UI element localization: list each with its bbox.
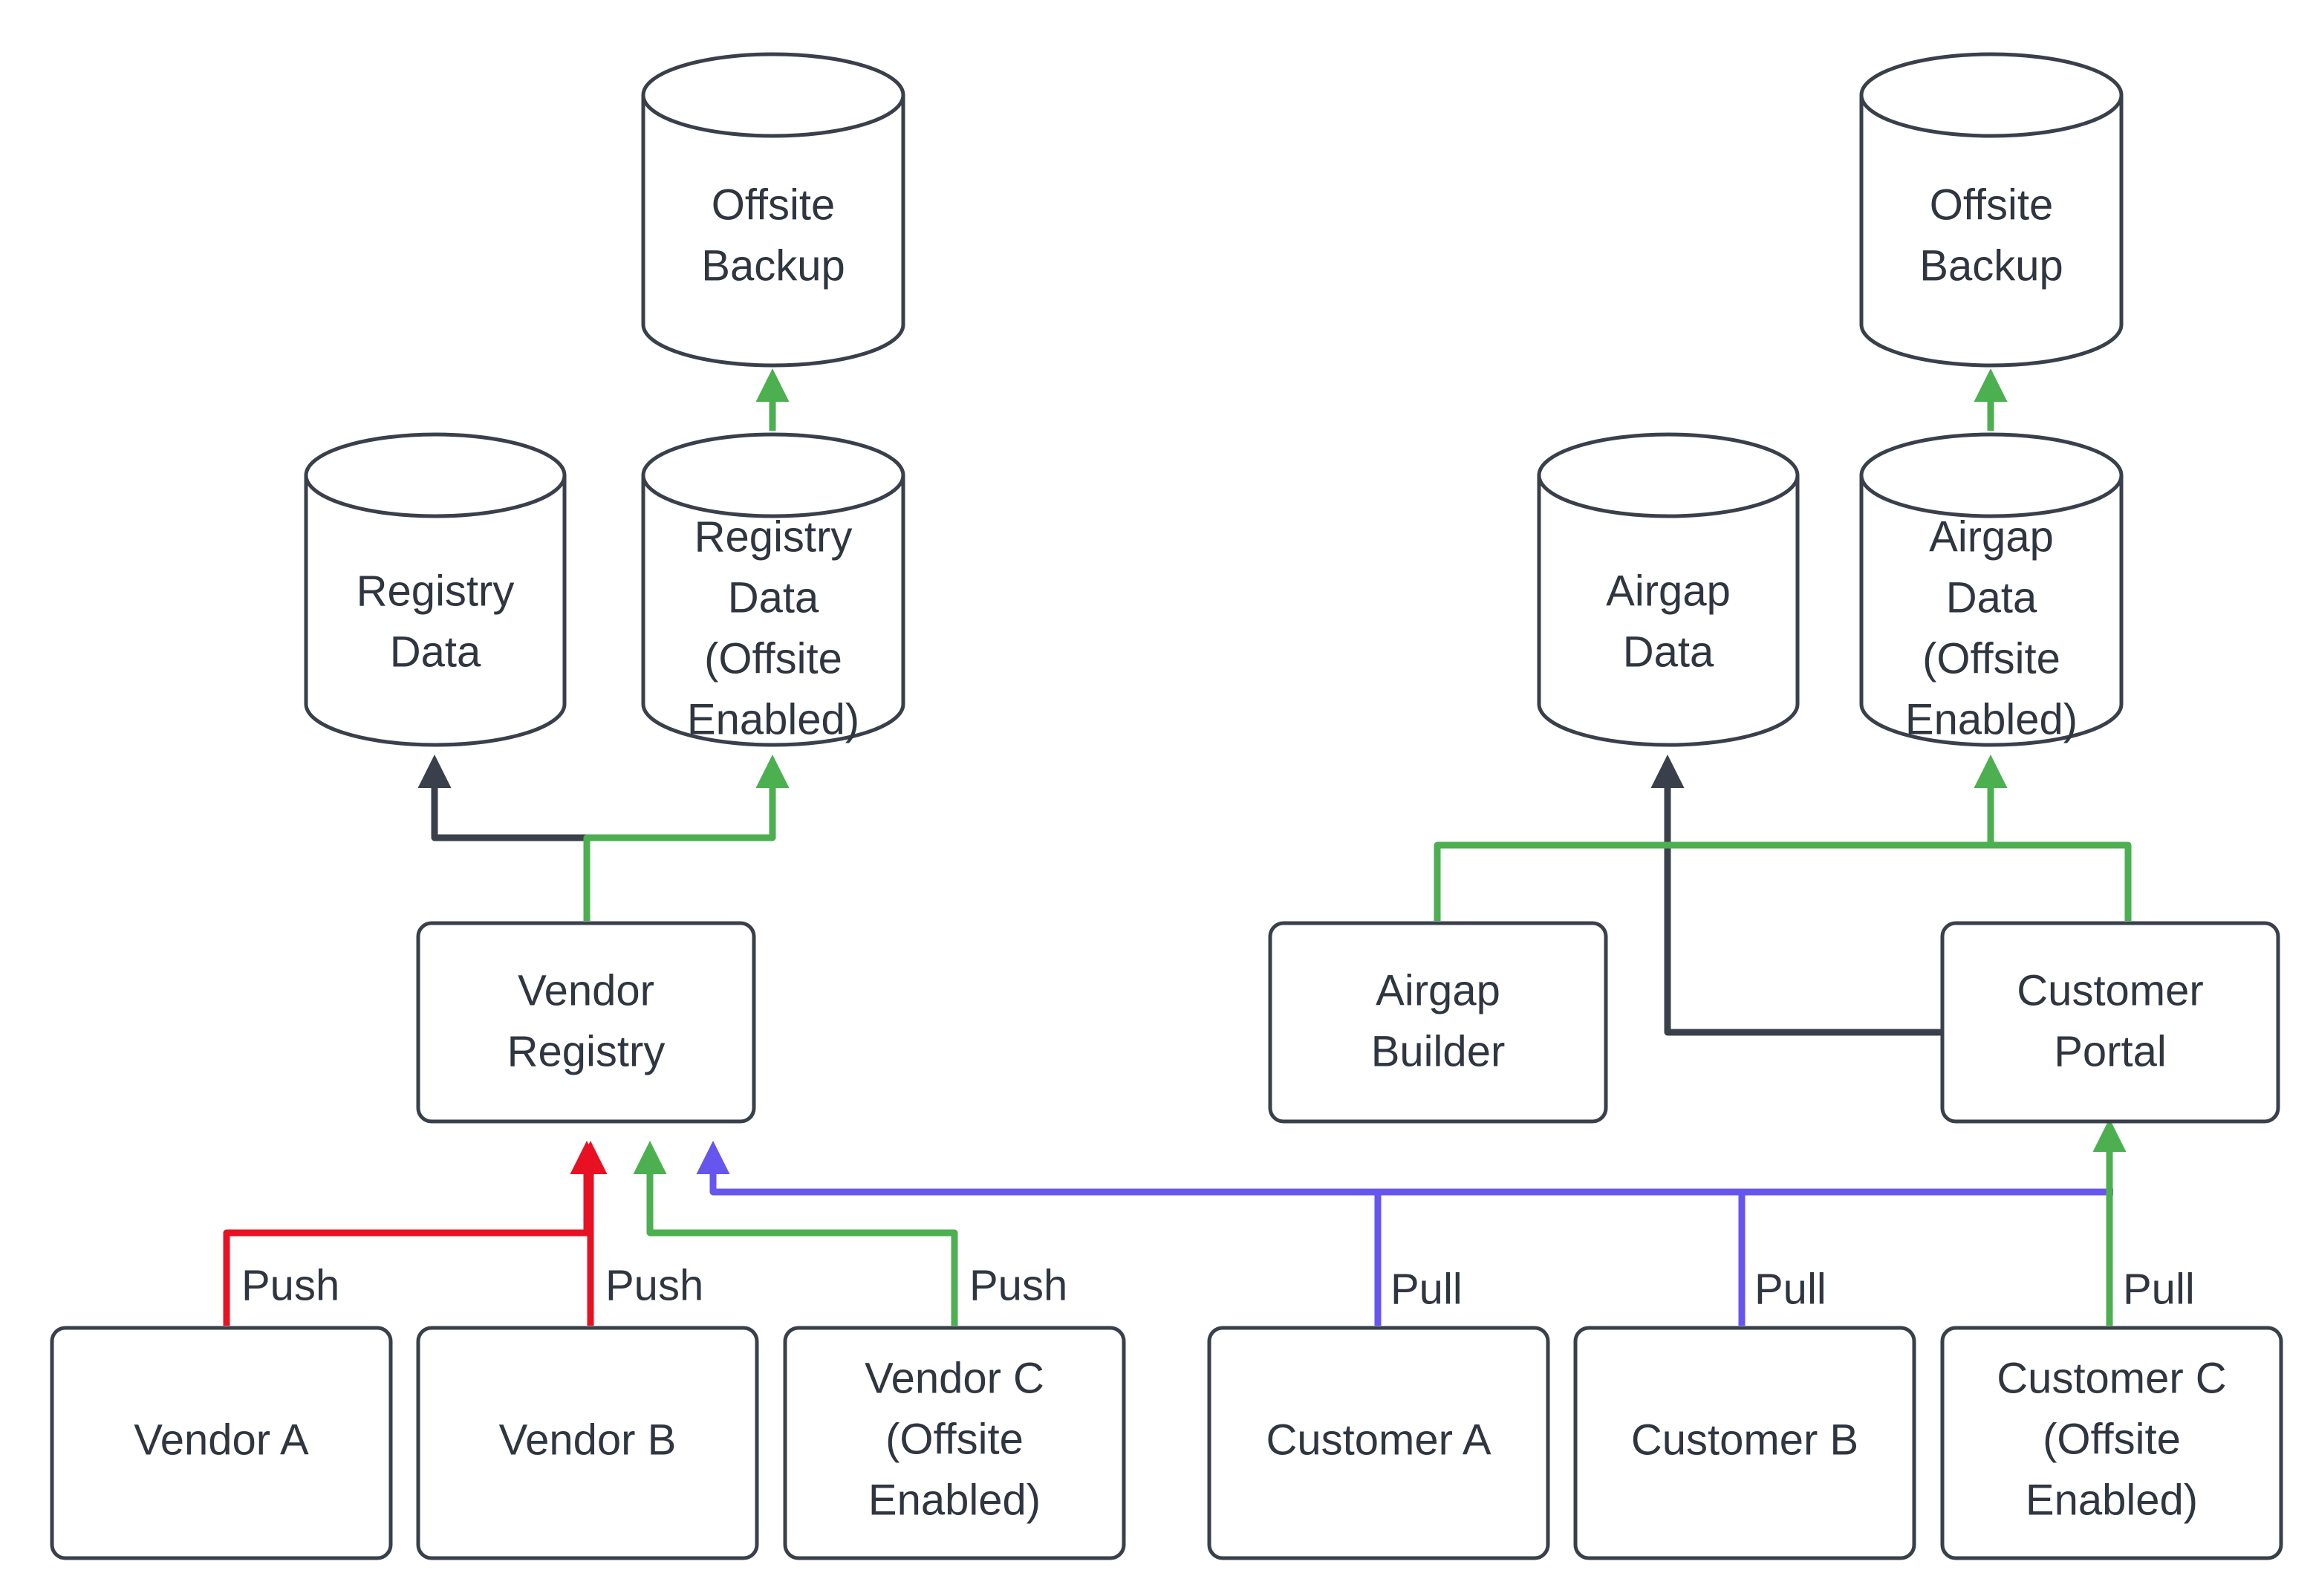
node-registry-data-offsite[interactable]: Registry Data (Offsite Enabled) [641,432,905,747]
offsite-backup-right-top [1859,52,2124,138]
registry-data-line-0: Registry [357,567,515,615]
registry-data-top [304,432,567,518]
customer-portal-line-1: Portal [2054,1027,2167,1075]
node-registry-data[interactable]: Registry Data [304,432,567,747]
vendor-a-box [50,1326,393,1560]
vendor-registry-box [416,921,756,1124]
vendor-registry-line-1: Registry [507,1027,666,1075]
edge-label-customer-a-pull: Pull [1390,1265,1463,1313]
node-airgap-builder[interactable]: Airgap Builder [1268,921,1608,1124]
node-offsite-backup-left[interactable]: Offsite Backup [641,52,905,368]
edge-builder-to-airgap-offsite [1434,755,2008,921]
node-vendor-b[interactable]: Vendor B [416,1326,759,1560]
customer-a-label: Customer A [1266,1416,1491,1464]
edge-customer-b-pull [713,1188,1746,1326]
offsite-backup-left-line-0: Offsite [712,180,836,229]
edge-label-customer-c-pull: Pull [2123,1265,2195,1313]
node-airgap-data[interactable]: Airgap Data [1537,432,1800,747]
airgap-data-offsite-line-0: Airgap [1929,512,2054,561]
airgap-data-offsite-line-1: Data [1946,573,2037,622]
registry-data-offsite-line-3: Enabled) [687,695,859,743]
registry-data-offsite-top [641,432,905,518]
edge-portal-to-airgap-offsite [1991,841,2132,921]
offsite-backup-right-body [1859,95,2124,368]
customer-b-box [1573,1326,1916,1560]
node-customer-c[interactable]: Customer C (Offsite Enabled) [1940,1326,2283,1560]
node-vendor-registry[interactable]: Vendor Registry [416,921,756,1124]
edge-label-customer-b-pull: Pull [1754,1265,1826,1313]
node-airgap-data-offsite[interactable]: Airgap Data (Offsite Enabled) [1859,432,2124,747]
offsite-backup-left-line-1: Backup [701,241,845,290]
vendor-b-box [416,1326,759,1560]
airgap-builder-line-1: Builder [1371,1027,1506,1075]
customer-a-box [1207,1326,1550,1560]
offsite-backup-left-body [641,95,905,368]
edge-vendor-c-push [633,1141,958,1326]
registry-data-offsite-line-2: (Offsite [704,634,842,683]
edge-label-vendor-b-push: Push [605,1261,703,1309]
vendor-b-label: Vendor B [499,1416,677,1464]
edge-registry-to-data [417,755,591,921]
customer-c-box [1940,1326,2283,1560]
airgap-builder-box [1268,921,1608,1124]
offsite-backup-right-line-1: Backup [1919,241,2063,290]
vendor-c-line-1: (Offsite [885,1415,1024,1463]
airgap-data-body [1537,475,1800,747]
node-vendor-a[interactable]: Vendor A [50,1326,393,1560]
node-vendor-c[interactable]: Vendor C (Offsite Enabled) [783,1326,1126,1560]
edge-labels-layer: Push Push Push Pull Pull Pull [241,1261,2195,1313]
registry-data-offsite-line-0: Registry [694,512,853,561]
vendor-a-label: Vendor A [134,1416,309,1464]
registry-data-line-1: Data [390,628,481,676]
offsite-backup-left-top [641,52,905,138]
node-customer-a[interactable]: Customer A [1207,1326,1550,1560]
airgap-data-offsite-top [1859,432,2124,518]
registry-data-offsite-line-1: Data [728,573,819,622]
airgap-data-offsite-line-3: Enabled) [1905,695,2078,743]
vendor-registry-line-0: Vendor [518,966,654,1014]
node-customer-portal[interactable]: Customer Portal [1940,921,2280,1124]
customer-c-line-1: (Offsite [2043,1415,2181,1463]
customer-b-label: Customer B [1631,1416,1858,1464]
vendor-c-line-2: Enabled) [868,1476,1041,1524]
airgap-data-top [1537,432,1800,518]
registry-data-body [304,475,567,747]
airgap-data-line-0: Airgap [1606,567,1731,615]
offsite-backup-right-line-0: Offsite [1930,180,2054,229]
vendor-c-box [783,1326,1126,1560]
airgap-data-offsite-line-2: (Offsite [1922,634,2060,683]
customer-c-line-2: Enabled) [2026,1476,2198,1524]
registry-data-offsite-body [641,475,905,747]
customer-c-line-0: Customer C [1997,1354,2226,1402]
node-customer-b[interactable]: Customer B [1573,1326,1916,1560]
edge-registry-to-data-offsite [583,755,790,921]
customer-portal-line-0: Customer [2017,966,2203,1014]
edge-vendor-a-push [223,1141,604,1326]
airgap-builder-line-0: Airgap [1376,966,1500,1014]
airgap-data-offsite-body [1859,475,2124,747]
edge-label-vendor-c-push: Push [969,1261,1067,1309]
node-offsite-backup-right[interactable]: Offsite Backup [1859,52,2124,368]
customer-portal-box [1940,921,2280,1124]
edge-label-vendor-a-push: Push [241,1261,339,1309]
vendor-c-line-0: Vendor C [865,1354,1044,1402]
airgap-data-line-1: Data [1623,628,1714,676]
